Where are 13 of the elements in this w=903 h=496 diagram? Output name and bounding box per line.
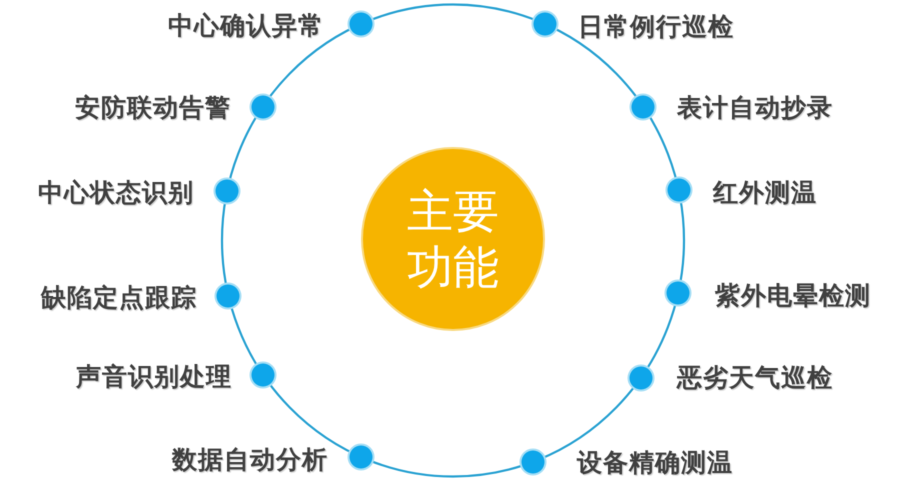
- function-label: 红外测温: [713, 178, 817, 208]
- function-label: 声音识别处理: [76, 362, 232, 392]
- function-label: 中心状态识别: [38, 178, 194, 208]
- function-label: 中心确认异常: [168, 11, 324, 41]
- function-label: 数据自动分析: [172, 445, 328, 475]
- function-label: 日常例行巡检: [578, 12, 734, 42]
- center-title: 主要功能: [406, 183, 500, 295]
- function-label: 设备精确测温: [577, 448, 733, 478]
- function-label: 安防联动告警: [75, 93, 231, 123]
- function-label: 紫外电晕检测: [715, 281, 871, 311]
- function-label: 表计自动抄录: [677, 93, 833, 123]
- function-label: 恶劣天气巡检: [677, 363, 833, 393]
- function-label: 缺陷定点跟踪: [41, 283, 197, 313]
